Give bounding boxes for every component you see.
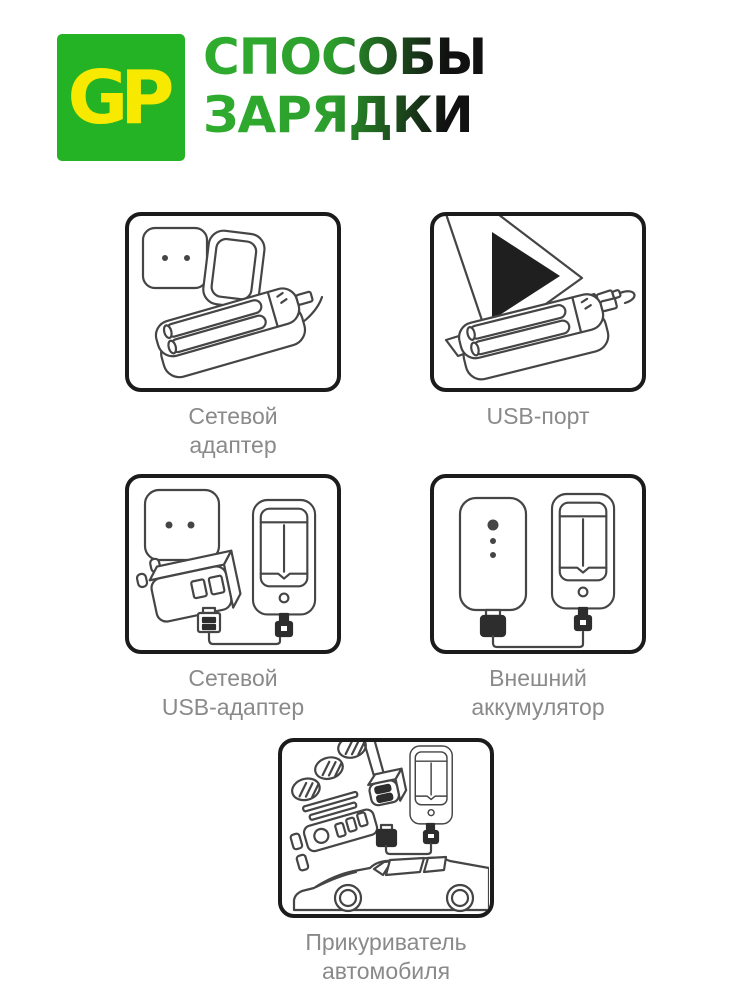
vertical-charger-icon — [251, 498, 317, 616]
air-vent-icon — [291, 742, 367, 802]
power-bank-icon — [458, 496, 528, 612]
panel-box-usb-wall-adapter — [125, 474, 341, 654]
micro-usb-connector-icon — [573, 606, 593, 632]
panel-wall-adapter: Сетевой адаптер — [125, 212, 341, 459]
charging-cable — [384, 842, 433, 856]
panel-usb-wall-adapter: Сетевой USB-адаптер — [125, 474, 341, 721]
panel-label-power-bank: Внешний аккумулятор — [471, 665, 605, 720]
panel-box-usb-port — [430, 212, 646, 392]
usb-connector-icon — [375, 823, 398, 848]
wall-socket-icon — [143, 488, 221, 562]
panel-label-wall-adapter: Сетевой адаптер — [188, 403, 278, 458]
usb-connector-icon — [196, 606, 222, 634]
car-usb-adapter-icon — [367, 767, 408, 807]
panel-box-power-bank — [430, 474, 646, 654]
car-icon — [292, 855, 489, 913]
usb-port-illustration — [444, 216, 636, 384]
page-title: СПОСОБЫ ЗАРЯДКИ — [203, 28, 487, 144]
micro-usb-connector-icon — [274, 612, 294, 638]
car-dashboard-icon — [289, 742, 379, 872]
panel-usb-port: USB-порт — [430, 212, 646, 431]
power-bank-illustration — [458, 492, 616, 649]
panel-label-usb-port: USB-порт — [486, 403, 590, 429]
gp-logo: GP — [57, 34, 185, 161]
wall-socket-icon — [141, 226, 209, 290]
vertical-charger-icon — [550, 492, 616, 610]
panel-power-bank: Внешний аккумулятор — [430, 474, 646, 721]
panel-car-lighter: Прикуриватель автомобиля — [278, 738, 494, 985]
title-line-1: СПОСОБЫ — [203, 28, 487, 86]
charging-cable — [207, 630, 282, 646]
usb-cable — [618, 290, 636, 305]
panel-label-usb-wall-adapter: Сетевой USB-адаптер — [161, 665, 305, 720]
wall-adapter-illustration — [141, 226, 325, 383]
vertical-charger-icon — [409, 745, 453, 825]
gp-logo-text: GP — [67, 54, 175, 141]
panel-box-wall-adapter — [125, 212, 341, 392]
car-lighter-illustration — [289, 742, 489, 913]
panel-label-car-lighter: Прикуриватель автомобиля — [305, 929, 467, 984]
panel-box-car-lighter — [278, 738, 494, 918]
micro-usb-connector-icon — [422, 822, 440, 845]
title-line-2: ЗАРЯДКИ — [203, 86, 486, 144]
usb-wall-adapter-illustration — [135, 488, 317, 646]
usb-connector-icon — [479, 608, 507, 638]
charging-cable — [491, 630, 585, 649]
power-adapter-icon — [202, 229, 266, 317]
